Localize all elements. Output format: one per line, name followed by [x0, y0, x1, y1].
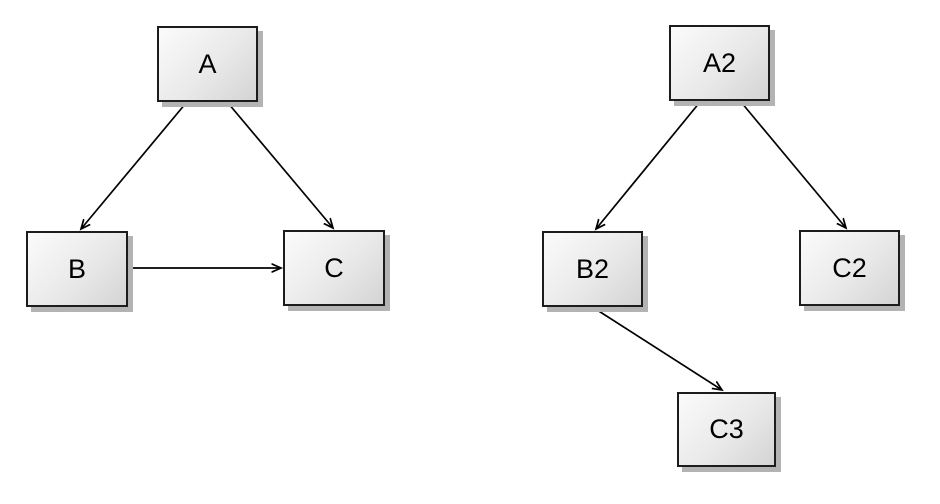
node-C[interactable]: C [283, 230, 385, 306]
node-label-C2: C2 [832, 252, 867, 283]
node-label-C3: C3 [709, 414, 744, 444]
node-label-B: B [67, 253, 86, 284]
edge-A2-to-B2[interactable] [596, 101, 701, 229]
edge-A2-to-C2[interactable] [740, 101, 846, 228]
node-A[interactable]: A [157, 26, 258, 102]
node-label-A2: A2 [702, 47, 737, 78]
node-B[interactable]: B [26, 231, 128, 307]
node-C3[interactable]: C3 [677, 392, 776, 467]
node-label-B2: B2 [575, 253, 610, 284]
edge-B2-to-C3[interactable] [593, 307, 722, 390]
node-B2[interactable]: B2 [542, 231, 643, 307]
edge-A-to-B[interactable] [81, 102, 187, 229]
node-C2[interactable]: C2 [799, 230, 900, 306]
node-label-C: C [324, 252, 344, 283]
node-A2[interactable]: A2 [669, 25, 770, 101]
node-label-A: A [198, 48, 217, 79]
edge-A-to-C[interactable] [227, 102, 333, 228]
